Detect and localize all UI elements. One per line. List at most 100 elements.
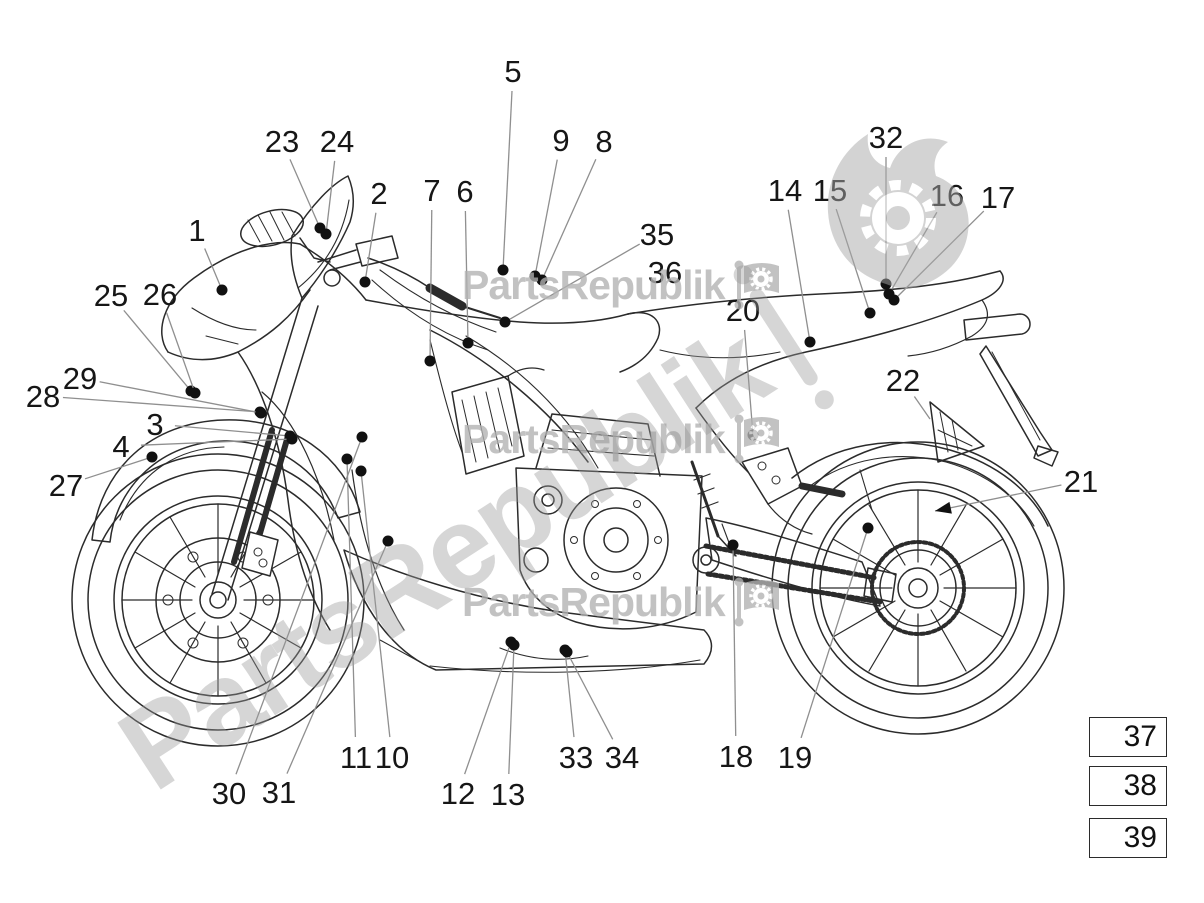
legend-box-39[interactable]: 39	[1089, 818, 1167, 858]
part-number-6[interactable]: 6	[456, 174, 473, 209]
part-dot	[382, 535, 394, 547]
part-number-35[interactable]: 35	[640, 217, 674, 252]
part-number-3[interactable]: 3	[146, 407, 163, 442]
legend-number: 37	[1123, 720, 1157, 753]
leader-line	[99, 381, 262, 414]
part-dot	[341, 453, 353, 465]
legend-box-37[interactable]: 37	[1089, 717, 1167, 757]
leader-line	[732, 544, 737, 737]
part-dot	[255, 407, 267, 419]
leader-line	[325, 160, 336, 235]
part-number-28[interactable]: 28	[26, 379, 60, 414]
leader-line	[62, 396, 261, 413]
part-number-14[interactable]: 14	[768, 173, 802, 208]
part-number-11[interactable]: 11	[340, 740, 372, 775]
part-callout-7: 7	[423, 173, 441, 367]
part-callout-13: 13	[491, 639, 525, 812]
leader-line	[174, 425, 291, 437]
part-number-32[interactable]: 32	[869, 120, 903, 155]
footpeg-bracket	[695, 407, 846, 535]
front-fender	[91, 419, 361, 543]
legend-number: 38	[1123, 769, 1157, 802]
part-callout-9: 9	[529, 123, 570, 282]
part-number-30[interactable]: 30	[212, 776, 246, 811]
part-number-31[interactable]: 31	[262, 775, 296, 810]
part-callout-20: 20	[726, 293, 760, 441]
part-number-15[interactable]: 15	[813, 173, 847, 208]
part-callout-3: 3	[146, 407, 296, 442]
part-number-20[interactable]: 20	[726, 293, 760, 328]
part-number-5[interactable]: 5	[504, 54, 521, 89]
leader-line	[204, 248, 223, 291]
part-number-24[interactable]: 24	[320, 124, 354, 159]
part-callout-23: 23	[265, 124, 326, 234]
rear-wheel	[771, 441, 1065, 735]
part-number-29[interactable]: 29	[63, 361, 97, 396]
part-callout-22: 22	[886, 363, 931, 420]
part-number-21[interactable]: 21	[1064, 464, 1098, 499]
part-dot	[359, 276, 371, 288]
part-number-13[interactable]: 13	[491, 777, 525, 812]
part-number-16[interactable]: 16	[930, 178, 964, 213]
part-number-12[interactable]: 12	[441, 776, 475, 811]
leader-line	[140, 438, 293, 446]
part-callout-21: 21	[934, 464, 1098, 514]
arrowhead	[935, 501, 952, 514]
part-callout-4: 4	[112, 429, 298, 464]
part-number-4[interactable]: 4	[112, 429, 129, 464]
engine	[515, 413, 703, 630]
part-number-25[interactable]: 25	[94, 278, 128, 313]
part-number-7[interactable]: 7	[423, 173, 440, 208]
part-number-27[interactable]: 27	[49, 468, 83, 503]
leader-line	[934, 484, 1062, 512]
part-dot	[888, 294, 900, 306]
part-number-10[interactable]: 10	[375, 740, 409, 775]
legend-box-38[interactable]: 38	[1089, 766, 1167, 806]
leader-line	[541, 159, 597, 281]
part-number-2[interactable]: 2	[370, 176, 387, 211]
part-dot	[804, 336, 816, 348]
part-number-9[interactable]: 9	[552, 123, 569, 158]
leader-line	[364, 212, 377, 283]
leader-line	[360, 470, 391, 738]
part-dot	[356, 431, 368, 443]
part-number-34[interactable]: 34	[605, 740, 639, 775]
part-callout-16: 16	[883, 178, 964, 300]
part-number-1[interactable]: 1	[188, 213, 205, 248]
leader-line	[913, 396, 931, 420]
leader-line	[429, 209, 433, 362]
part-callout-1: 1	[188, 213, 228, 296]
part-dot	[320, 228, 332, 240]
part-number-19[interactable]: 19	[778, 740, 812, 775]
leader-line	[464, 210, 469, 344]
part-number-22[interactable]: 22	[886, 363, 920, 398]
leader-line	[84, 456, 153, 480]
leader-line	[123, 309, 192, 392]
leader-line	[893, 210, 985, 301]
leader-line	[564, 649, 575, 738]
leader-line	[566, 651, 614, 740]
leader-line	[166, 312, 196, 394]
part-number-36[interactable]: 36	[648, 255, 682, 290]
part-number-23[interactable]: 23	[265, 124, 299, 159]
part-dot	[529, 270, 541, 282]
part-number-8[interactable]: 8	[595, 124, 612, 159]
part-callout-36: 36	[648, 255, 682, 290]
part-callout-25: 25	[94, 278, 197, 397]
legend-number: 39	[1123, 821, 1157, 854]
part-callout-10: 10	[355, 465, 409, 775]
part-callout-15: 15	[813, 173, 876, 319]
leader-line	[464, 641, 512, 775]
part-number-18[interactable]: 18	[719, 739, 753, 774]
part-callout-29: 29	[63, 361, 267, 419]
part-callout-17: 17	[888, 180, 1015, 306]
part-number-26[interactable]: 26	[143, 277, 177, 312]
part-callout-30: 30	[212, 431, 368, 811]
leader-line	[534, 159, 558, 277]
part-callout-12: 12	[441, 636, 517, 811]
part-number-17[interactable]: 17	[981, 180, 1015, 215]
part-number-33[interactable]: 33	[559, 740, 593, 775]
leader-line	[235, 436, 363, 775]
